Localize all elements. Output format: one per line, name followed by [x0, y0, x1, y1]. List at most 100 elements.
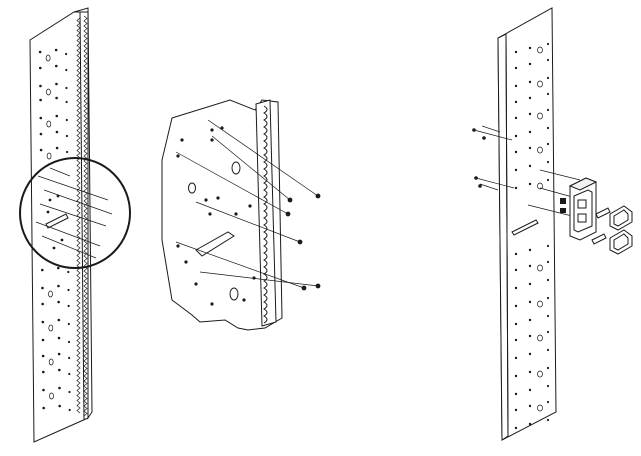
right-hole — [528, 352, 532, 356]
right-hole — [528, 80, 532, 84]
left-hole — [55, 82, 58, 86]
left-rail-flange-edge — [79, 11, 85, 421]
right-oval-hole — [537, 334, 543, 342]
callout-hole — [60, 238, 64, 242]
right-hole — [546, 400, 550, 404]
right-hole — [546, 296, 550, 300]
right-hole — [528, 334, 532, 338]
callout-line — [39, 203, 107, 227]
right-oval-hole — [537, 112, 543, 120]
right-hole — [514, 392, 518, 396]
left-hole — [54, 64, 58, 68]
left-hole — [57, 352, 61, 356]
rear-screw — [478, 184, 482, 188]
left-oval-hole — [49, 392, 54, 400]
detail-screw — [297, 239, 303, 245]
right-hole — [528, 264, 532, 268]
left-hole — [66, 150, 69, 154]
right-hole — [528, 146, 532, 150]
right-hole — [546, 366, 550, 370]
detail-screw-line — [175, 241, 305, 289]
detail-serrated-edge — [263, 105, 268, 324]
detail-hole — [210, 302, 214, 306]
detail-screw — [315, 193, 321, 199]
enlarged-rail-detail — [161, 99, 321, 331]
clip-upper-inner — [613, 209, 629, 227]
right-hole — [514, 356, 518, 360]
right-hole — [546, 58, 550, 62]
right-hole — [528, 300, 532, 304]
left-hole — [55, 114, 59, 118]
right-hole — [528, 282, 532, 286]
callout-line — [37, 175, 109, 201]
detail-hole — [180, 138, 184, 142]
clip-lower-body — [609, 229, 633, 255]
detail-screw-line — [175, 151, 289, 215]
left-oval-hole — [48, 358, 54, 366]
left-oval-hole — [46, 120, 52, 128]
right-hole — [528, 164, 532, 168]
detail-slot — [195, 231, 235, 257]
left-rail-flange — [73, 7, 93, 420]
right-hole — [546, 314, 550, 318]
detail-screw-line — [211, 135, 291, 201]
detail-hole — [176, 154, 180, 158]
callout-circle-ring — [19, 157, 131, 269]
right-oval-hole — [537, 370, 543, 378]
left-rail-hole-pattern — [38, 48, 71, 412]
detail-screw — [287, 197, 293, 203]
detail-hole — [242, 298, 246, 302]
detail-screw-line — [195, 201, 301, 243]
left-hole — [39, 116, 43, 120]
left-oval-hole — [48, 324, 54, 332]
right-hole — [546, 418, 550, 422]
right-hole — [514, 50, 518, 54]
left-mounting-rail — [29, 7, 93, 443]
detail-screw — [301, 285, 307, 291]
callout-line — [41, 235, 97, 259]
left-hole — [57, 336, 61, 340]
detail-hole — [176, 244, 180, 248]
detail-hole — [184, 260, 188, 264]
right-hole — [514, 268, 518, 272]
left-hole — [57, 300, 60, 304]
left-hole — [41, 302, 44, 306]
bracket-tab-1 — [595, 207, 611, 219]
clip-upper-body — [609, 205, 633, 231]
bracket-opening-lower — [577, 213, 587, 223]
right-oval-hole — [537, 182, 543, 190]
detail-hole — [204, 198, 208, 202]
left-hole — [39, 148, 43, 152]
left-hole — [68, 372, 71, 376]
rear-screw — [482, 136, 486, 140]
left-hole — [57, 266, 60, 270]
right-hole — [514, 100, 518, 104]
left-hole — [65, 118, 68, 122]
left-serration-path-inner — [83, 15, 88, 417]
right-hole — [514, 408, 518, 412]
callout-slot — [45, 213, 69, 229]
rear-screw-line — [475, 177, 515, 189]
left-serration-path — [76, 17, 81, 414]
left-hole — [42, 406, 45, 410]
right-hole — [528, 404, 532, 408]
left-hole — [38, 66, 42, 70]
right-oval-hole — [537, 46, 543, 54]
right-hole — [546, 384, 550, 388]
left-hole — [41, 354, 45, 358]
left-hole — [57, 318, 61, 322]
callout-screw-lines — [35, 167, 113, 259]
right-hole — [546, 126, 550, 130]
right-hole — [514, 322, 518, 326]
right-hole — [514, 168, 518, 172]
detail-hole — [208, 212, 212, 216]
left-hole — [68, 390, 71, 394]
left-rail-square-hole-column — [76, 15, 88, 417]
right-hole — [514, 150, 518, 154]
left-hole — [54, 48, 58, 52]
detail-hole — [248, 204, 252, 208]
right-hole — [546, 178, 550, 182]
right-hole — [514, 84, 518, 88]
